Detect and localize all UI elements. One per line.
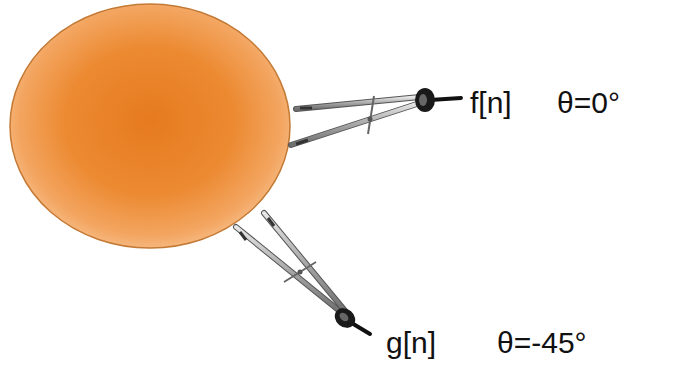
compass-probe xyxy=(236,213,370,334)
signal-name: f[n] xyxy=(470,88,512,118)
angle-label: θ=-45° xyxy=(497,328,587,358)
signal-name: g[n] xyxy=(386,328,436,358)
angle-label: θ=0° xyxy=(557,88,620,118)
sphere xyxy=(10,4,290,248)
compass-probe xyxy=(291,88,461,145)
